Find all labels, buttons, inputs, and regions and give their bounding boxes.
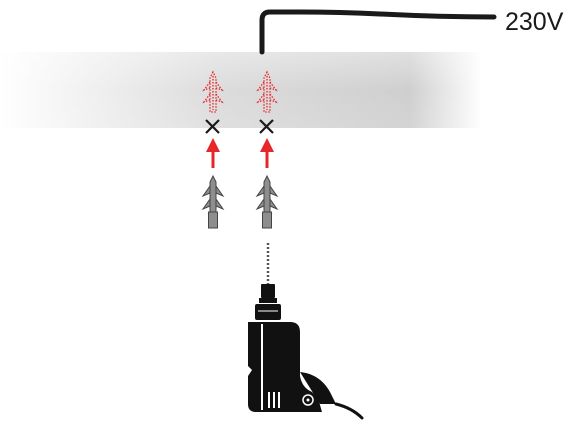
- wall-plug-right-icon: [257, 176, 277, 228]
- voltage-label: 230V: [505, 10, 563, 35]
- wall: [0, 52, 482, 128]
- power-cable-icon: [262, 12, 494, 52]
- drill-icon: [248, 243, 362, 418]
- arrow-up-right-icon: [260, 138, 274, 168]
- wall-plug-left-icon: [203, 176, 223, 228]
- arrow-up-left-icon: [206, 138, 220, 168]
